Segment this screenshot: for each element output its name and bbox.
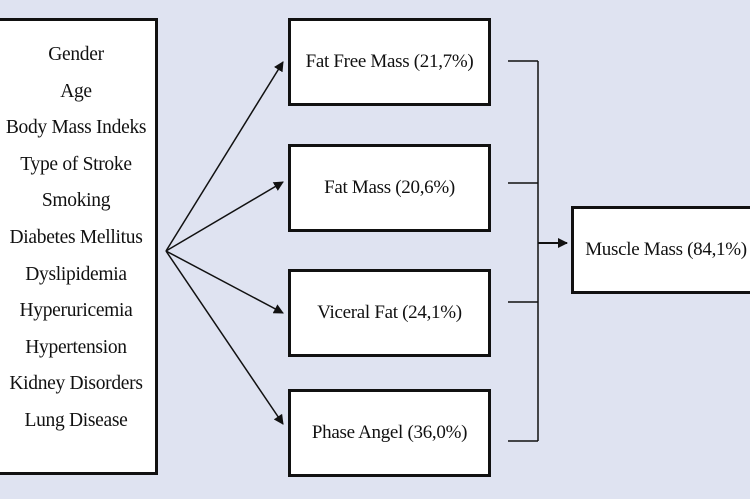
risk-factors-box: Gender Age Body Mass Indeks Type of Stro… bbox=[0, 18, 158, 475]
factor-dyslipidemia: Dyslipidemia bbox=[25, 263, 127, 285]
arrow-to-viceral-fat bbox=[165, 250, 284, 314]
factor-gender: Gender bbox=[48, 44, 104, 65]
phase-angel-box: Phase Angel (36,0%) bbox=[288, 389, 491, 477]
fat-mass-box: Fat Mass (20,6%) bbox=[288, 144, 491, 232]
factor-hyperuricemia: Hyperuricemia bbox=[19, 300, 133, 322]
factor-lung-disease: Lung Disease bbox=[24, 409, 128, 431]
factor-kidney-disorders: Kidney Disorders bbox=[9, 373, 143, 395]
fat-free-mass-label: Fat Free Mass (21,7%) bbox=[305, 51, 474, 72]
arrow-to-fat-free-mass bbox=[165, 61, 284, 252]
factor-age: Age bbox=[60, 80, 92, 102]
muscle-mass-box: Muscle Mass (84,1%) bbox=[571, 206, 750, 294]
factor-body-mass-index: Body Mass Indeks bbox=[5, 117, 147, 139]
viceral-fat-box: Viceral Fat (24,1%) bbox=[288, 269, 491, 357]
factor-type-of-stroke: Type of Stroke bbox=[20, 153, 132, 175]
factor-diabetes-mellitus: Diabetes Mellitus bbox=[9, 226, 143, 248]
arrow-to-phase-angel bbox=[165, 250, 284, 425]
fat-free-mass-box: Fat Free Mass (21,7%) bbox=[288, 18, 491, 106]
arrow-to-fat-mass bbox=[165, 181, 284, 252]
fat-mass-label: Fat Mass (20,6%) bbox=[324, 177, 455, 198]
factor-smoking: Smoking bbox=[41, 190, 111, 212]
muscle-mass-label: Muscle Mass (84,1%) bbox=[585, 239, 747, 260]
viceral-fat-label: Viceral Fat (24,1%) bbox=[317, 302, 462, 323]
factor-hypertension: Hypertension bbox=[25, 336, 127, 358]
phase-angel-label: Phase Angel (36,0%) bbox=[311, 422, 468, 443]
